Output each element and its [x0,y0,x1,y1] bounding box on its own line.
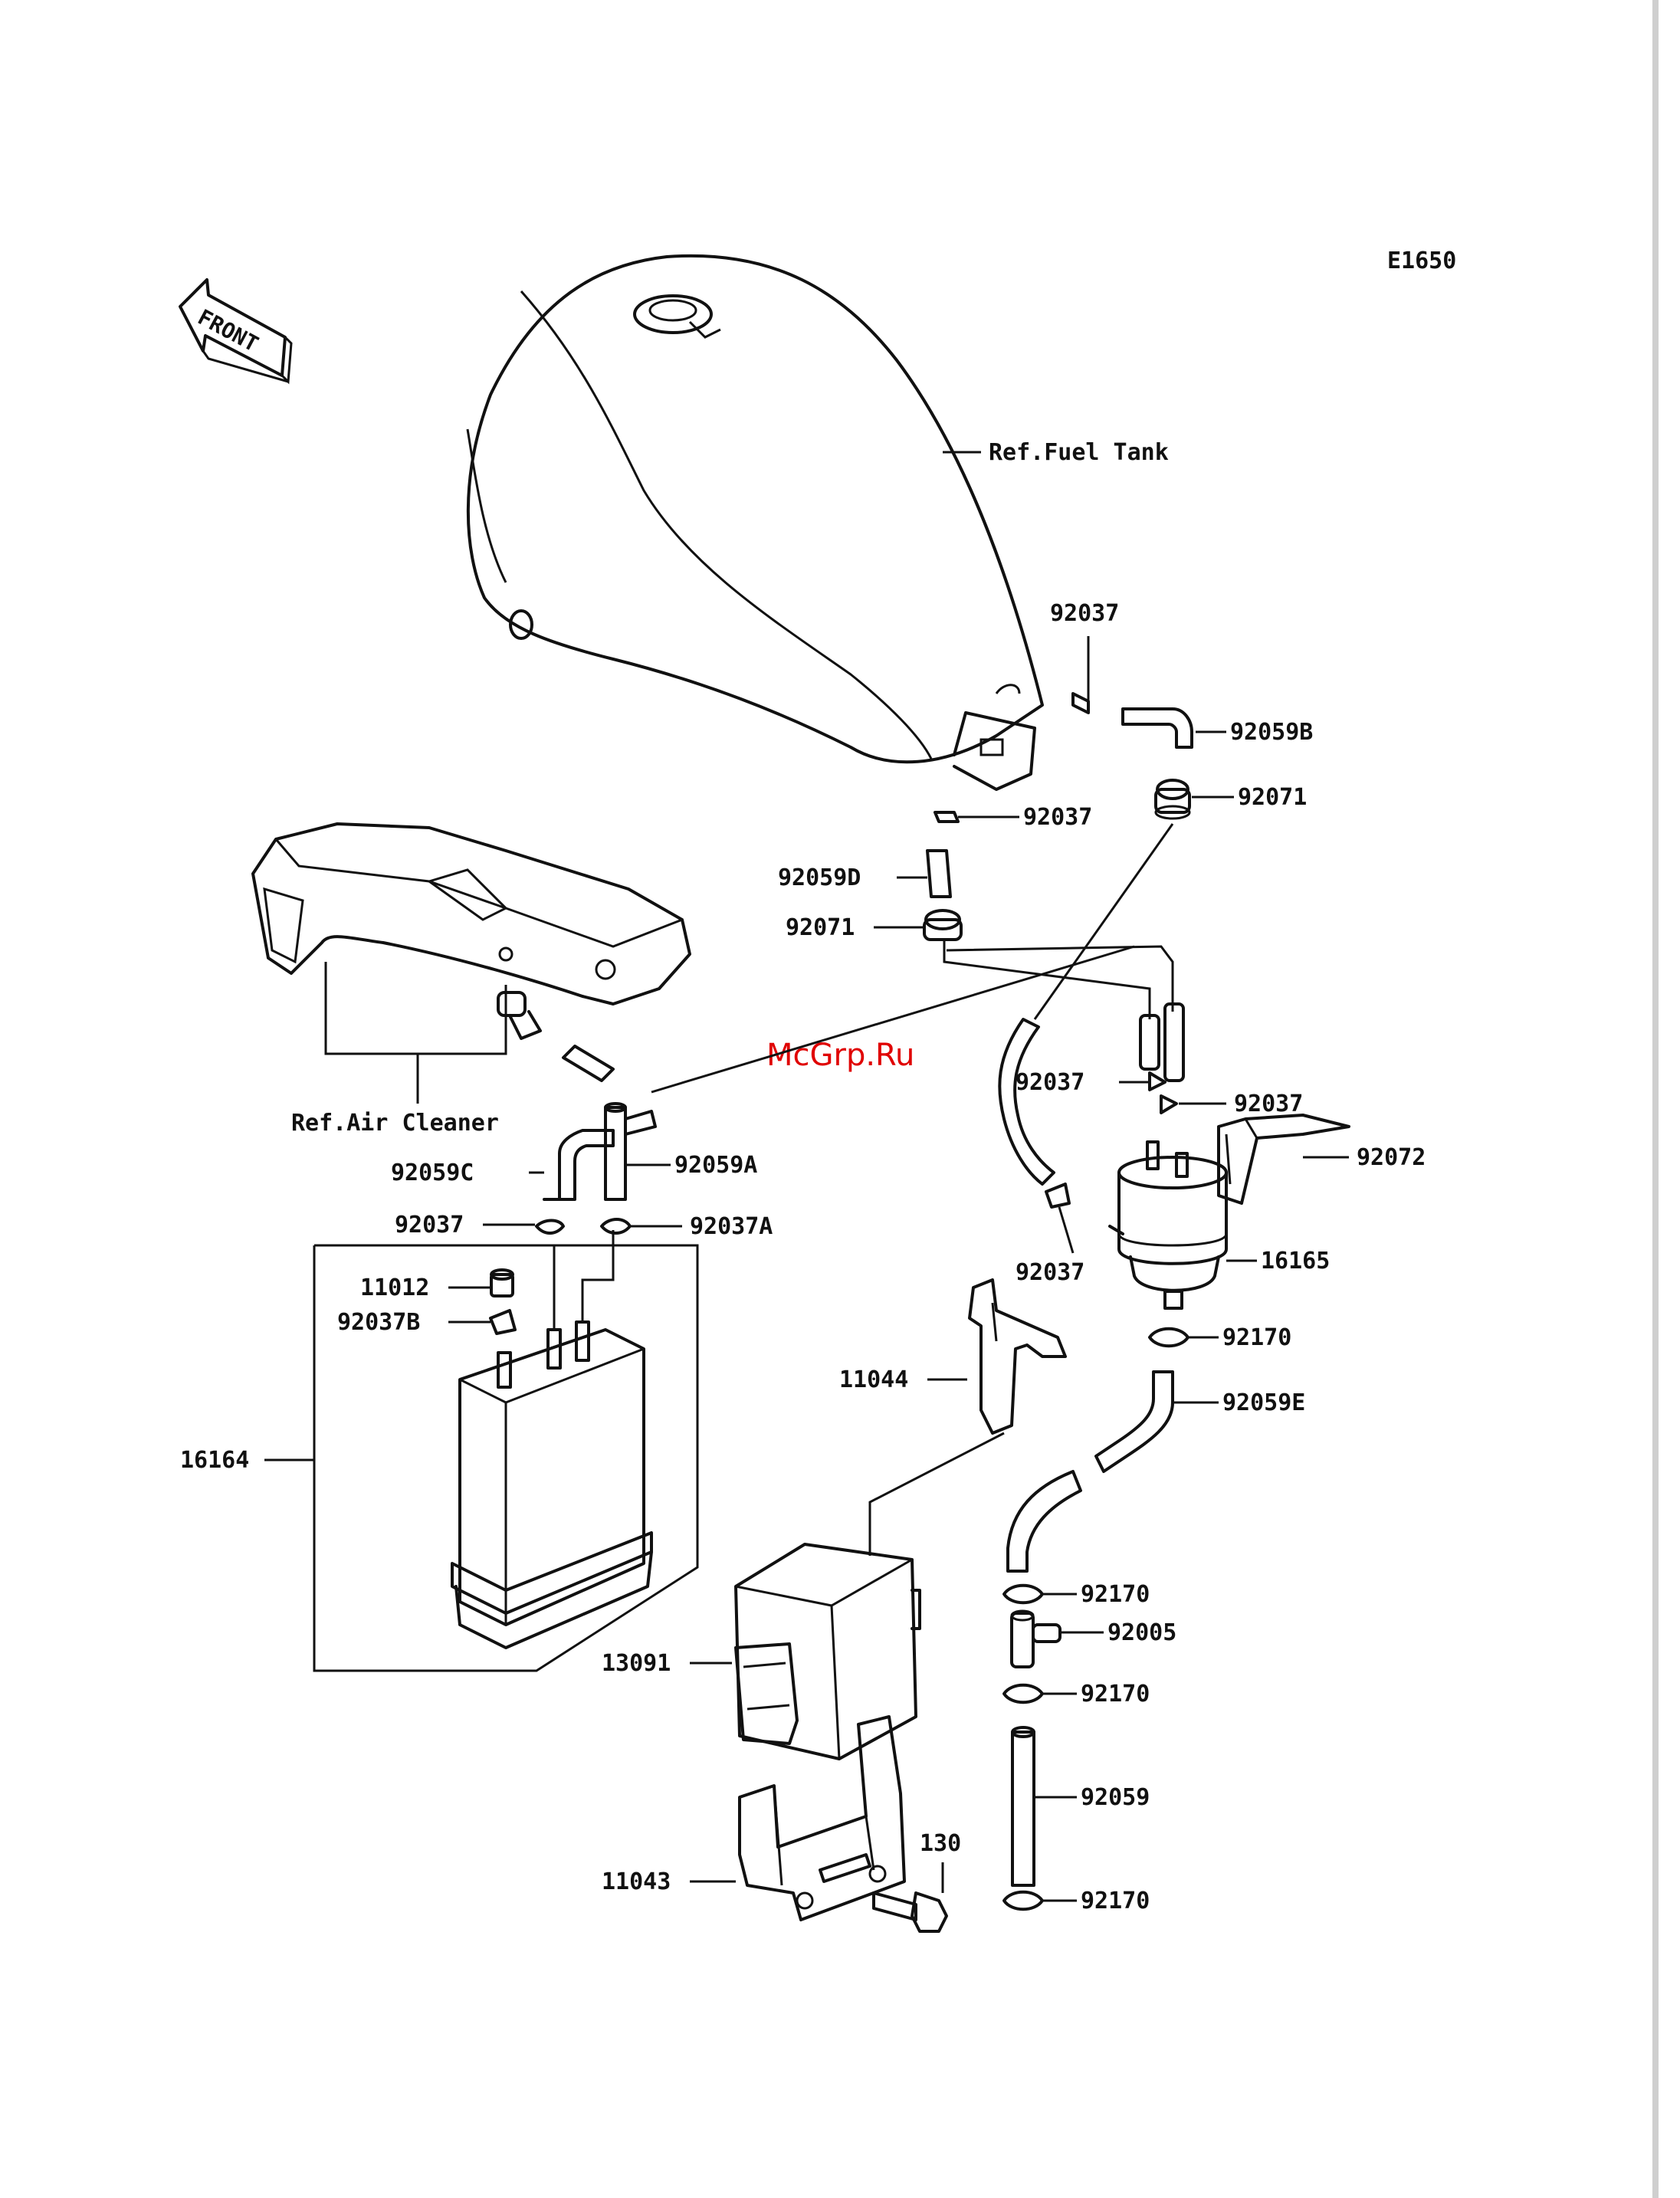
ref-fuel-tank-label: Ref.Fuel Tank [989,439,1169,466]
bracket-11044 [970,1280,1065,1433]
ref-air-cleaner-label: Ref.Air Cleaner [291,1110,499,1137]
short-hose [563,1046,613,1081]
clamp-92037b [491,1311,515,1334]
callout-92170-top: 92170 [1222,1324,1291,1351]
clamp-92037-tank-right [1073,694,1088,713]
hose-92059 [1012,1727,1034,1885]
callout-92059a: 92059A [674,1152,757,1179]
callout-92071-left: 92071 [786,914,855,941]
clamp-92037-tank-left [935,812,958,822]
hose-92059b [1123,709,1192,747]
callout-92037-canister: 92037 [395,1212,464,1238]
bolt-130 [874,1893,947,1931]
clamp-92037-mid-left [1150,1073,1165,1090]
callout-92059c: 92059C [391,1160,474,1186]
clamp-92037-canister [536,1221,563,1234]
hose-92059c [544,1130,613,1199]
joint-92005 [1012,1611,1060,1667]
clamp-92170-top [1150,1329,1188,1347]
clamp-92037a [602,1219,630,1233]
callout-92072: 92072 [1357,1144,1426,1171]
callout-92059: 92059 [1081,1784,1150,1811]
callout-92005: 92005 [1107,1619,1176,1646]
hose-92059a [605,1104,655,1199]
band-92072 [1219,1115,1349,1203]
vent-line-upper [944,941,1150,1019]
hose-pair-right [1165,1004,1183,1081]
callout-92037-mid-right: 92037 [1234,1091,1303,1117]
air-cleaner [253,824,690,1038]
clamp-92037-filter [1046,1184,1069,1207]
vent-line-right [1035,824,1173,1019]
air-cleaner-leader [326,962,506,1054]
callout-92037a: 92037A [690,1213,773,1240]
callout-92071-right: 92071 [1238,784,1307,811]
hose-92059e [1096,1372,1173,1471]
callout-92037-tank-right: 92037 [1050,600,1119,627]
fuel-tank [468,256,1042,789]
callout-92170-bottom: 92170 [1081,1888,1150,1914]
watermark: McGrp.Ru [766,1038,914,1073]
diagram-code: E1650 [1387,248,1456,274]
hose-to-filter [999,1019,1054,1184]
clamp-92170-bottom [1004,1892,1042,1910]
clamp-92037-mid-right [1161,1096,1176,1113]
front-arrow-icon: FRONT [180,280,291,382]
callout-92059e: 92059E [1222,1389,1305,1416]
callout-11044: 11044 [839,1366,908,1393]
callout-13091: 13091 [602,1650,671,1677]
clamp-92170-low [1004,1685,1042,1703]
callout-92170-mid: 92170 [1081,1581,1150,1608]
callout-92037-tank-left: 92037 [1023,804,1092,831]
callout-16164: 16164 [180,1447,249,1474]
grommet-92071-left [924,910,961,940]
callout-92037-filter: 92037 [1016,1259,1084,1286]
callout-11043: 11043 [602,1868,671,1895]
bracket-11043 [740,1717,904,1920]
callout-92059d: 92059D [778,864,861,891]
callout-92037b: 92037B [337,1309,420,1336]
hose-lower-curve [1008,1471,1081,1571]
clamp-92170-mid [1004,1586,1042,1603]
hose-92059d [927,851,950,897]
canister-16164 [452,1230,651,1648]
callout-92170-low: 92170 [1081,1681,1150,1708]
holder-13091 [736,1544,920,1759]
callout-16165: 16165 [1261,1248,1330,1275]
vent-line-tank [947,946,1173,1012]
callout-92037-mid-left: 92037 [1016,1069,1084,1096]
hose-pair-left [1140,1015,1159,1069]
fuel-filter-16165 [1110,1142,1226,1308]
callout-130: 130 [920,1830,961,1857]
callout-11012: 11012 [360,1275,429,1301]
callout-92059b: 92059B [1230,719,1313,746]
grommet-92071-right [1156,780,1189,819]
cap-11012 [491,1270,513,1296]
